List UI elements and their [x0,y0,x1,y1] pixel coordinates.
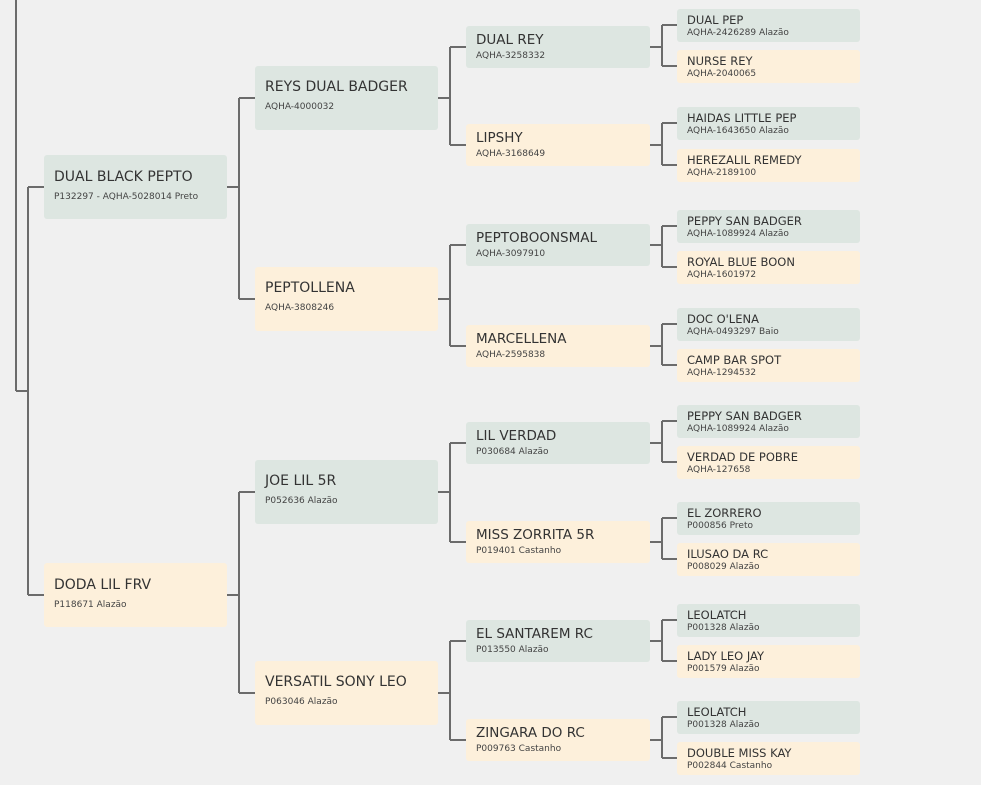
horse-name: LIPSHY [476,130,523,146]
pedigree-node-dam[interactable]: MISS ZORRITA 5R P019401 Castanho [466,521,650,563]
pedigree-node-sire[interactable]: PEPTOBOONSMAL AQHA-3097910 [466,224,650,266]
pedigree-node-sire[interactable]: LIL VERDAD P030684 Alazão [466,422,650,464]
horse-registration: P002844 Castanho [687,761,773,771]
horse-registration: AQHA-3097910 [476,249,546,259]
horse-name: LADY LEO JAY [687,649,765,663]
horse-name: ILUSAO DA RC [687,547,769,561]
horse-registration: P001328 Alazão [687,623,760,633]
horse-name: PEPPY SAN BADGER [687,214,802,228]
horse-name: VERDAD DE POBRE [687,450,799,464]
horse-registration: AQHA-1294532 [687,368,757,378]
horse-name: CAMP BAR SPOT [687,353,782,367]
horse-registration: AQHA-0493297 Baio [687,327,779,337]
horse-name: PEPTOBOONSMAL [476,230,598,246]
horse-registration: P118671 Alazão [54,600,127,610]
horse-name: PEPPY SAN BADGER [687,409,802,423]
pedigree-node-dam[interactable]: PEPTOLLENA AQHA-3808246 [255,267,438,331]
pedigree-node-dam[interactable]: LIPSHY AQHA-3168649 [466,124,650,166]
horse-registration: P001328 Alazão [687,720,760,730]
pedigree-node-dam[interactable]: DODA LIL FRV P118671 Alazão [44,563,227,627]
horse-registration: P030684 Alazão [476,447,549,457]
horse-name: DUAL PEP [687,13,744,27]
horse-registration: P009763 Castanho [476,744,562,754]
horse-name: LIL VERDAD [476,428,557,444]
horse-registration: P019401 Castanho [476,546,562,556]
horse-registration: AQHA-1643650 Alazão [687,126,789,136]
pedigree-node-sire[interactable]: REYS DUAL BADGER AQHA-4000032 [255,66,438,130]
horse-registration: P013550 Alazão [476,645,549,655]
horse-name: DOC O'LENA [687,312,759,326]
horse-registration: AQHA-3808246 [265,303,335,313]
horse-name: EL SANTAREM RC [476,626,593,642]
horse-registration: AQHA-1089924 Alazão [687,229,789,239]
pedigree-node-sire[interactable]: EL SANTAREM RC P013550 Alazão [466,620,650,662]
horse-name: MARCELLENA [476,331,567,347]
horse-registration: AQHA-1089924 Alazão [687,424,789,434]
horse-name: NURSE REY [687,54,753,68]
pedigree-node-sire[interactable]: JOE LIL 5R P052636 Alazão [255,460,438,524]
horse-registration: AQHA-2189100 [687,168,757,178]
horse-name: LEOLATCH [687,705,747,719]
horse-registration: AQHA-3168649 [476,149,546,159]
horse-registration: AQHA-2595838 [476,350,546,360]
horse-registration: P132297 - AQHA-5028014 Preto [54,192,199,202]
horse-name: DUAL REY [476,32,544,48]
horse-name: MISS ZORRITA 5R [476,527,595,543]
horse-name: DOUBLE MISS KAY [687,746,792,760]
horse-registration: P052636 Alazão [265,496,338,506]
horse-name: VERSATIL SONY LEO [265,674,407,690]
horse-registration: P000856 Preto [687,521,753,531]
horse-registration: AQHA-127658 [687,465,751,475]
pedigree-node-dam[interactable]: VERSATIL SONY LEO P063046 Alazão [255,661,438,725]
pedigree-node-dam[interactable]: ZINGARA DO RC P009763 Castanho [466,719,650,761]
horse-registration: P008029 Alazão [687,562,760,572]
horse-name: ROYAL BLUE BOON [687,255,795,269]
pedigree-node-sire[interactable]: DUAL REY AQHA-3258332 [466,26,650,68]
pedigree-node-dam[interactable]: MARCELLENA AQHA-2595838 [466,325,650,367]
horse-name: LEOLATCH [687,608,747,622]
horse-name: HAIDAS LITTLE PEP [687,111,797,125]
horse-name: REYS DUAL BADGER [265,79,408,95]
horse-name: DODA LIL FRV [54,577,152,593]
horse-name: ZINGARA DO RC [476,725,585,741]
horse-registration: AQHA-1601972 [687,270,757,280]
horse-registration: AQHA-2040065 [687,69,757,79]
horse-name: PEPTOLLENA [265,280,355,296]
horse-name: HEREZALIL REMEDY [687,153,802,167]
horse-registration: AQHA-2426289 Alazão [687,28,789,38]
pedigree-node-sire[interactable]: DUAL BLACK PEPTO P132297 - AQHA-5028014 P… [44,155,227,219]
horse-name: EL ZORRERO [687,506,762,520]
horse-registration: P001579 Alazão [687,664,760,674]
horse-registration: AQHA-4000032 [265,102,335,112]
horse-registration: AQHA-3258332 [476,51,546,61]
horse-name: JOE LIL 5R [265,473,337,489]
horse-registration: P063046 Alazão [265,697,338,707]
horse-name: DUAL BLACK PEPTO [54,169,193,185]
